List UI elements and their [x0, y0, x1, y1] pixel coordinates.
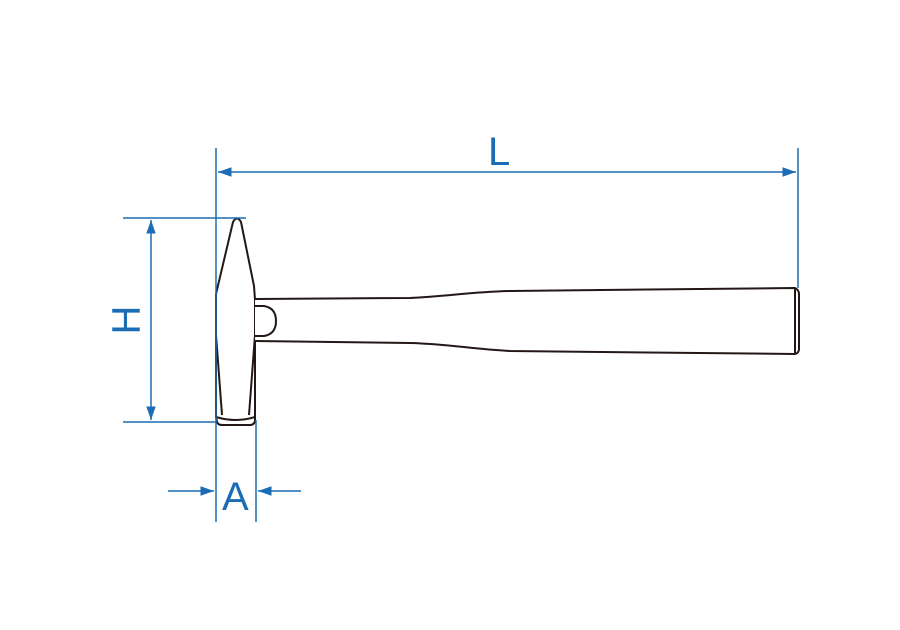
hammer-handle: [254, 287, 796, 355]
length-label: L: [488, 130, 511, 174]
head-bevel-right: [248, 334, 256, 416]
handle-end-cap: [794, 287, 800, 355]
head-bevel-left: [215, 334, 223, 416]
hammer-head: [215, 217, 256, 421]
hammer-outline: [215, 217, 800, 426]
height-label: H: [104, 305, 149, 335]
handle-neck: [255, 305, 277, 337]
head-face: [215, 416, 256, 426]
width-label: A: [222, 475, 249, 519]
dimension-lines: [123, 148, 799, 522]
